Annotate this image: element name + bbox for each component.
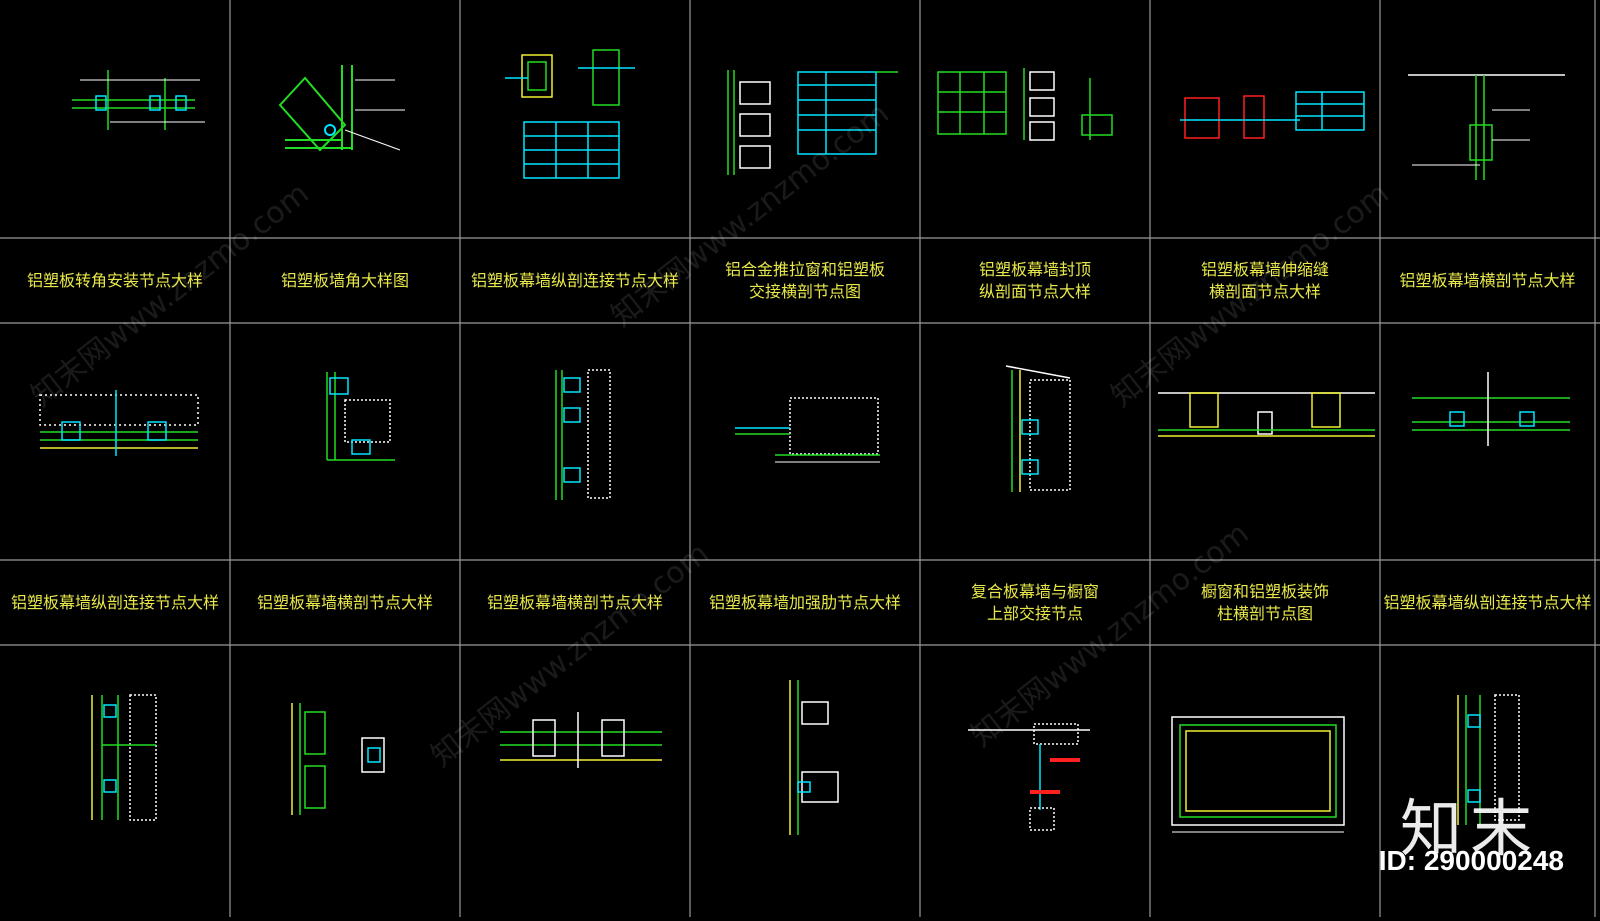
label-corner-install: 铝塑板转角安装节点大样 [26, 270, 203, 290]
label-top-junction: 复合板幕墙与橱窗 上部交接节点 [970, 581, 1099, 623]
drawing-vertical-connection-2 [39, 390, 199, 456]
label-sliding-window-junction: 铝合金推拉窗和铝塑板 交接横剖节点图 [724, 259, 885, 301]
drawing-sliding-window-junction [727, 70, 898, 175]
drawing-display-window-column-2 [1171, 716, 1345, 833]
drawing-stiffener [735, 397, 880, 463]
label-vertical-connection-4: 铝塑板幕墙纵剖连接节点大样 [1383, 592, 1592, 612]
watermark-id: ID: 290000248 [1378, 845, 1564, 876]
label-wall-corner: 铝塑板墙角大样图 [280, 270, 409, 290]
drawing-vertical-connection-3 [91, 694, 157, 821]
label-horizontal-section-a: 铝塑板幕墙横剖节点大样 [1399, 270, 1576, 290]
drawing-horizontal-section-f [500, 712, 662, 768]
label-stiffener: 铝塑板幕墙加强肋节点大样 [708, 592, 901, 612]
drawing-horizontal-section-d [1412, 372, 1570, 446]
drawing-wall-corner [278, 65, 405, 152]
watermark-logo: 知末 [1400, 792, 1541, 865]
drawing-composite-window-junction [968, 723, 1090, 831]
label-display-window-column: 橱窗和铝塑板装饰 柱横剖节点图 [1200, 581, 1329, 623]
drawing-vertical-connection-4 [1457, 694, 1520, 825]
drawing-vertical-connection [505, 49, 635, 179]
drawing-horizontal-section-a [1408, 74, 1565, 180]
label-expansion-joint: 铝塑板幕墙伸缩缝 横剖面节点大样 [1200, 259, 1329, 301]
drawing-top-closure [937, 68, 1113, 141]
drawing-top-junction [1005, 365, 1071, 492]
drawing-horizontal-section-c [555, 369, 611, 500]
drawing-corner-install [72, 70, 205, 130]
label-vertical-connection: 铝塑板幕墙纵剖连接节点大样 [470, 270, 679, 290]
drawing-horizontal-section-e [291, 703, 385, 815]
label-top-closure: 铝塑板幕墙封顶 纵剖面节点大样 [978, 259, 1091, 301]
drawing-expansion-joint [1180, 91, 1365, 139]
drawing-horizontal-section-b [326, 372, 395, 461]
label-vertical-connection-2: 铝塑板幕墙纵剖连接节点大样 [10, 592, 219, 612]
drawing-stiffener-2 [789, 680, 839, 835]
label-horizontal-section-c: 铝塑板幕墙横剖节点大样 [486, 592, 663, 612]
label-horizontal-section-b: 铝塑板幕墙横剖节点大样 [256, 592, 433, 612]
drawing-display-window-column [1158, 392, 1375, 437]
